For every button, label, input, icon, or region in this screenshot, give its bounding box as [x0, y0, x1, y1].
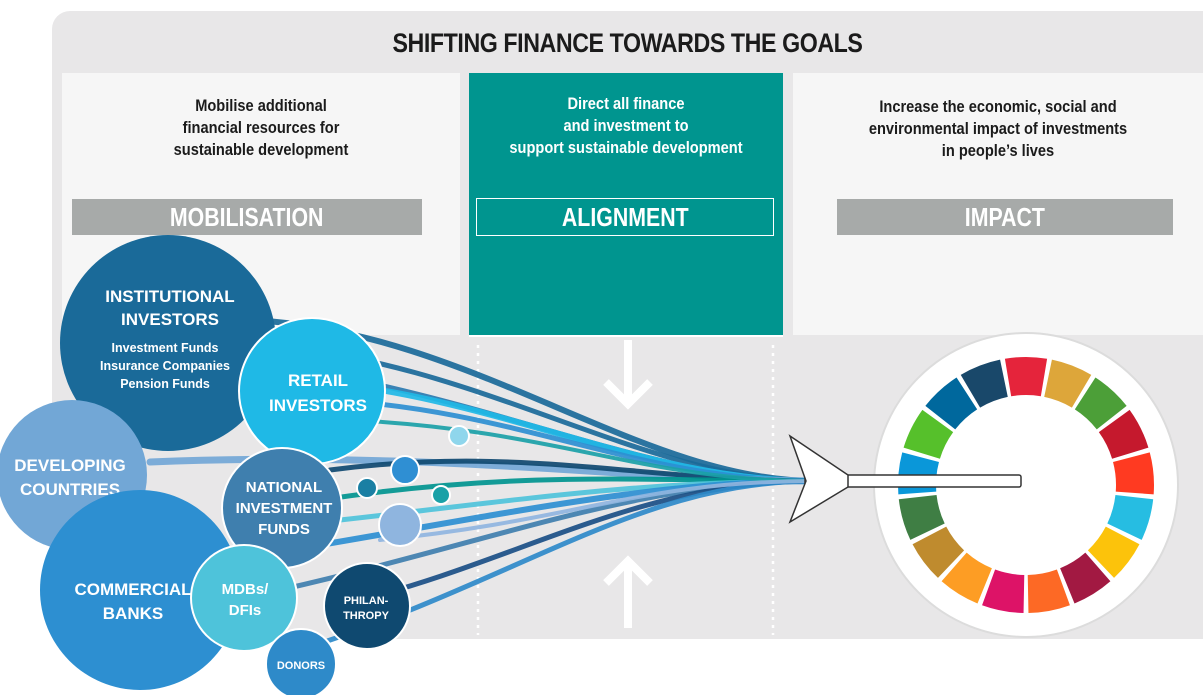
alignment-line: support sustainable development: [509, 138, 743, 157]
flow-strand: [378, 479, 817, 542]
impact-panel: Increase the economic, social and enviro…: [793, 73, 1203, 335]
flow-beads: [356, 425, 470, 547]
sdg-segment: [912, 526, 965, 578]
flow-strand: [348, 418, 817, 483]
bubble-label: INVESTMENT: [236, 500, 333, 517]
alignment-line: Direct all finance: [567, 94, 685, 113]
sdg-segment: [1113, 452, 1154, 495]
bubble-institutional-investors: INSTITUTIONAL INVESTORS Investment Funds…: [60, 235, 276, 451]
mobilisation-line: financial resources for: [182, 118, 340, 137]
bubble-title: INVESTORS: [121, 310, 219, 329]
arrow-fletching-icon: [788, 434, 849, 524]
sdg-segment: [925, 377, 978, 430]
impact-label: IMPACT: [837, 199, 1173, 235]
arrow-down-icon: [603, 340, 653, 410]
mobilisation-label-text: MOBILISATION: [170, 202, 324, 232]
alignment-line: and investment to: [563, 116, 689, 135]
page-title: SHIFTING FINANCE TOWARDS THE GOALS: [392, 28, 863, 58]
arrow-up-icon: [603, 555, 653, 628]
bubble-subtitle: Investment Funds: [112, 341, 219, 355]
mobilisation-line: sustainable development: [173, 140, 349, 159]
bubble-subtitle: Pension Funds: [120, 377, 210, 391]
bubble-label: INVESTORS: [269, 396, 367, 415]
bubble-national-investment-funds: NATIONAL INVESTMENT FUNDS: [221, 447, 343, 569]
bubble-label: MDBs/: [222, 581, 270, 598]
sdg-segment: [1087, 526, 1140, 578]
sdg-segment: [1027, 569, 1070, 613]
bubble-label: COMMERCIAL: [74, 580, 191, 599]
impact-line: in people’s lives: [941, 141, 1055, 160]
alignment-label-text: ALIGNMENT: [561, 202, 689, 232]
mobilisation-label: MOBILISATION: [72, 199, 422, 235]
bubble-label: COUNTRIES: [20, 480, 120, 499]
bubble-label: FUNDS: [258, 521, 310, 538]
mobilisation-line: Mobilise additional: [195, 96, 327, 115]
bubble-title: INSTITUTIONAL: [105, 287, 234, 306]
alignment-description: Direct all finance and investment to sup…: [491, 93, 761, 159]
sdg-segment: [982, 569, 1025, 613]
bubble-label: RETAIL: [288, 371, 348, 390]
sdg-segment: [1107, 495, 1154, 540]
bubble-label: NATIONAL: [246, 479, 322, 496]
bubble-label: THROPY: [343, 610, 390, 622]
mobilisation-description: Mobilise additional financial resources …: [90, 95, 432, 161]
sdg-segment: [903, 409, 954, 459]
bubble-mdbs-dfis: MDBs/ DFIs: [190, 544, 298, 652]
sdg-segment: [960, 359, 1008, 408]
sdg-segment: [1060, 552, 1111, 604]
sdg-segment: [1004, 356, 1048, 397]
bubble-philanthropy: PHILAN- THROPY: [323, 562, 411, 650]
alignment-label: ALIGNMENT: [476, 198, 774, 236]
bubble-label: BANKS: [103, 604, 163, 623]
sdg-segment: [1098, 409, 1149, 459]
mobilisation-panel: Mobilise additional financial resources …: [62, 73, 460, 335]
bubble-commercial-banks: COMMERCIAL BANKS: [40, 490, 240, 690]
alignment-panel: Direct all finance and investment to sup…: [469, 73, 783, 337]
sdg-segment: [1074, 377, 1127, 430]
impact-line: Increase the economic, social and: [879, 97, 1117, 116]
bubble-subtitle: Insurance Companies: [100, 359, 230, 373]
sdg-segment: [941, 552, 992, 604]
bubble-retail-investors: RETAIL INVESTORS: [238, 317, 386, 465]
arrow-shaft: [788, 434, 1022, 524]
impact-description: Increase the economic, social and enviro…: [822, 96, 1175, 162]
sdg-segment: [898, 495, 945, 540]
bubble-donors: DONORS: [265, 628, 337, 695]
bubble-label: DFIs: [229, 602, 262, 619]
bubble-label: PHILAN-: [344, 595, 389, 607]
sdg-segment: [1044, 359, 1092, 408]
bubble-label: DEVELOPING: [14, 456, 125, 475]
sdg-wheel: [873, 332, 1179, 638]
impact-line: environmental impact of investments: [868, 119, 1128, 138]
bubble-label: DONORS: [277, 660, 325, 672]
impact-label-text: IMPACT: [964, 202, 1046, 232]
